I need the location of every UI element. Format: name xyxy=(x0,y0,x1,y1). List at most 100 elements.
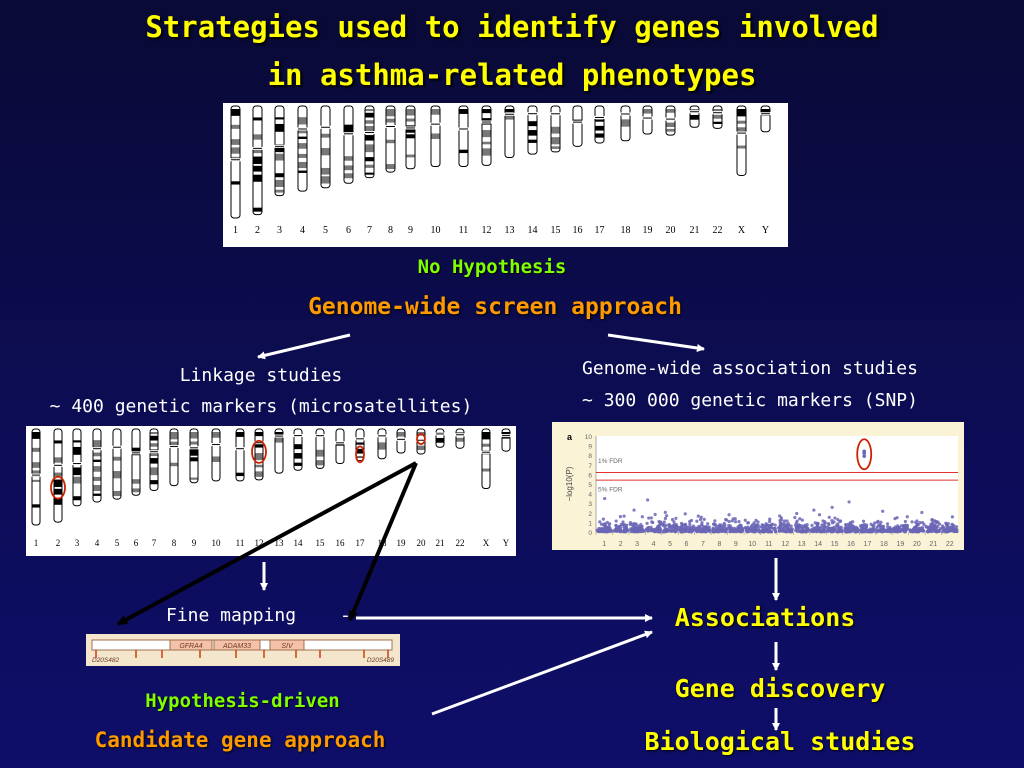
snp-points-chr-12 xyxy=(776,514,794,534)
snp-points-chr-7 xyxy=(694,514,712,534)
chromosome-label-5: 5 xyxy=(323,225,328,236)
snp-points-chr-16 xyxy=(842,500,860,534)
chromosome-label-18: 18 xyxy=(378,538,388,548)
chromosome-label-17: 17 xyxy=(595,225,605,236)
arrow-to-linkage xyxy=(257,333,351,360)
chromosome-X xyxy=(736,105,747,176)
chromosome-label-14: 14 xyxy=(528,225,538,236)
chromosome-label-9: 9 xyxy=(408,225,413,236)
chromosome-11 xyxy=(235,428,245,482)
chromosome-22 xyxy=(455,428,465,449)
chromosome-18 xyxy=(377,428,387,460)
chromosome-10 xyxy=(430,105,441,167)
chromosome-13 xyxy=(274,428,284,474)
chromosome-label-5: 5 xyxy=(115,538,120,548)
y-tick-label: 5 xyxy=(588,482,592,489)
chromosome-label-1: 1 xyxy=(34,538,39,548)
y-axis-label: −log10(P) xyxy=(565,466,574,501)
chromosome-Y xyxy=(501,428,511,452)
chromosome-8 xyxy=(169,428,179,487)
snp-points-chr-17 xyxy=(859,449,877,534)
associations-label: Associations xyxy=(674,603,856,632)
gene-label: SIV xyxy=(281,643,294,650)
chromosome-label-16: 16 xyxy=(573,225,583,236)
x-tick-label: 1 xyxy=(602,541,606,548)
chromosome-label-2: 2 xyxy=(56,538,61,548)
x-tick-label: 18 xyxy=(880,541,888,548)
linkage-peak-circle xyxy=(416,433,426,445)
x-tick-label: 11 xyxy=(765,541,772,548)
snp-points-chr-6 xyxy=(677,512,696,534)
gwas-peak-circle xyxy=(856,438,873,471)
chromosome-15 xyxy=(550,105,561,153)
chromosome-label-9: 9 xyxy=(192,538,197,548)
chromosome-label-12: 12 xyxy=(255,538,264,548)
gene-box-gfra4: GFRA4 xyxy=(169,639,213,651)
chromosome-label-13: 13 xyxy=(275,538,285,548)
chromosome-19 xyxy=(396,428,406,454)
snp-points-chr-20 xyxy=(908,510,926,534)
gene-label: ADAM33 xyxy=(222,643,251,650)
snp-points-chr-18 xyxy=(875,509,893,534)
chromosome-22 xyxy=(712,105,723,129)
snp-points-chr-13 xyxy=(793,511,810,534)
chromosome-18 xyxy=(620,105,631,142)
y-tick-label: 3 xyxy=(588,501,592,508)
chromosome-label-21: 21 xyxy=(690,225,700,236)
linkage-markers-label: ~ 400 genetic markers (microsatellites) xyxy=(49,396,473,417)
chromosome-label-15: 15 xyxy=(316,538,326,548)
fdr-5pct-label: 5% FDR xyxy=(598,487,623,494)
x-tick-label: 5 xyxy=(668,541,672,548)
y-tick-label: 6 xyxy=(588,472,592,479)
chromosome-label-7: 7 xyxy=(152,538,157,548)
chromosome-14 xyxy=(527,105,538,155)
hypothesis-driven-label: Hypothesis-driven xyxy=(145,690,340,712)
y-tick-label: 2 xyxy=(588,511,592,518)
chromosome-10 xyxy=(211,428,221,482)
genome-wide-screen-label: Genome-wide screen approach xyxy=(308,294,682,320)
snp-points-chr-8 xyxy=(711,517,729,534)
snp-points-chr-21 xyxy=(924,517,943,534)
x-tick-label: 8 xyxy=(717,541,721,548)
chromosome-label-13: 13 xyxy=(505,225,515,236)
chromosome-9 xyxy=(405,105,416,170)
x-tick-label: 2 xyxy=(619,541,623,548)
fine-mapping-label: Fine mapping xyxy=(166,605,297,626)
chromosome-label-21: 21 xyxy=(436,538,445,548)
chromosome-X xyxy=(481,428,491,490)
chromosome-15 xyxy=(315,428,325,469)
linkage-peak-circle xyxy=(50,475,66,500)
gene-box-adam33: ADAM33 xyxy=(213,639,261,651)
chromosome-7 xyxy=(364,105,375,179)
x-tick-label: 6 xyxy=(685,541,689,548)
chromosome-label-3: 3 xyxy=(277,225,282,236)
chromosome-21 xyxy=(435,428,445,448)
x-tick-label: 10 xyxy=(748,541,756,548)
chromosome-label-16: 16 xyxy=(336,538,346,548)
snp-points-chr-10 xyxy=(743,518,762,534)
snp-points-chr-19 xyxy=(891,515,909,534)
gene-label: GFRA4 xyxy=(179,643,202,650)
gwas-label: Genome-wide association studies xyxy=(582,358,918,379)
chromosome-7 xyxy=(149,428,159,491)
chromosome-19 xyxy=(642,105,653,135)
chromosome-label-20: 20 xyxy=(417,538,427,548)
chromosome-5 xyxy=(112,428,122,500)
chromosome-label-3: 3 xyxy=(75,538,80,548)
snp-points-chr-9 xyxy=(727,513,745,534)
chromosome-label-22: 22 xyxy=(713,225,723,236)
x-tick-label: 13 xyxy=(798,541,806,548)
left-marker-label: D20S482 xyxy=(92,657,119,664)
x-tick-label: 4 xyxy=(652,541,656,548)
snp-points-chr-2 xyxy=(612,514,630,534)
x-tick-label: 22 xyxy=(946,541,954,548)
x-tick-label: 3 xyxy=(635,541,639,548)
chromosome-1 xyxy=(31,428,41,526)
chromosome-label-10: 10 xyxy=(431,225,441,236)
chromosome-label-18: 18 xyxy=(621,225,631,236)
chromosome-label-22: 22 xyxy=(456,538,465,548)
arrow-to-gwas xyxy=(607,333,705,352)
